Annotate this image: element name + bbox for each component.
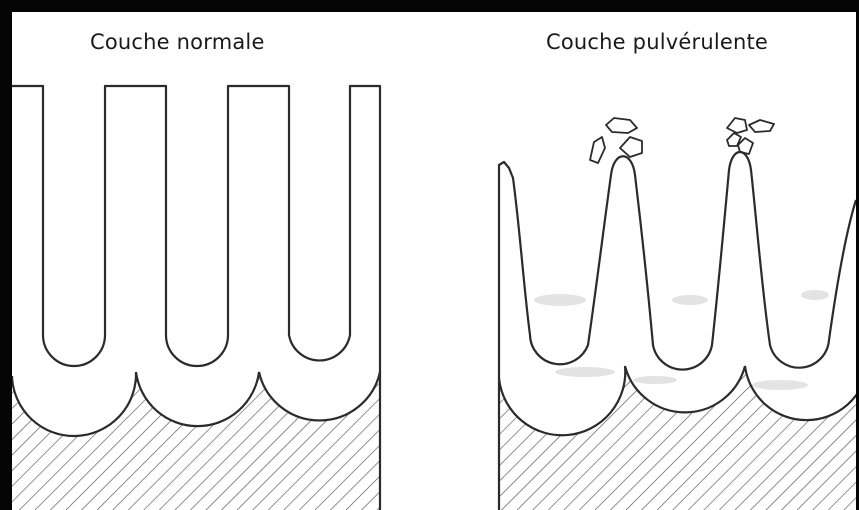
flake (749, 120, 774, 132)
normal-layer-panel (12, 86, 380, 510)
metal-substrate-right (499, 366, 859, 510)
flake (620, 137, 642, 157)
flake (606, 118, 637, 133)
metal-substrate-left (12, 372, 380, 510)
powder-texture (534, 290, 829, 390)
flake (590, 137, 605, 163)
flake (727, 118, 747, 133)
powdery-layer-panel (499, 152, 859, 510)
